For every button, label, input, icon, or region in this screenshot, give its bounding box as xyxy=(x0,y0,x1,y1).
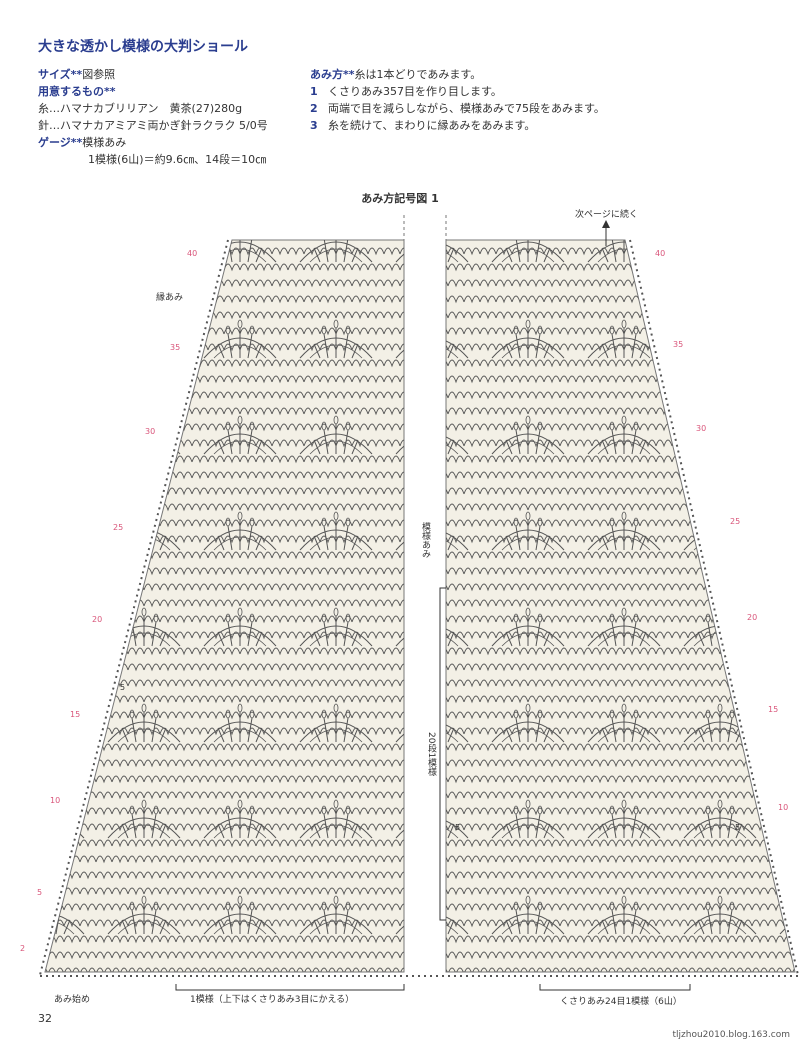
chain-note: くさりあみ24目1模様（6山） xyxy=(560,997,682,1007)
stitch-count-label: 5 xyxy=(735,823,740,832)
stitch-count-label: 5 xyxy=(120,683,125,692)
next-page-label: 次ページに続く xyxy=(575,210,638,220)
pattern-label: 模様あみ xyxy=(419,520,432,560)
needle-spec: 針…ハマナカアミアミ両かぎ針ラクラク 5/0号 xyxy=(38,119,268,132)
yarn-spec: 糸…ハマナカブリリアン 黄茶(27)280g xyxy=(38,102,243,115)
materials-key: 用意するもの** xyxy=(38,85,116,98)
left-panel-fans xyxy=(45,240,404,972)
method-column: あみ方**糸は1本どりであみます。 1 くさりあみ357目を作り目します。 2 両端… xyxy=(310,66,640,134)
step-item: 2 両端で目を減らしながら、模様あみで75段をあみます。 xyxy=(310,100,640,117)
size-key: サイズ** xyxy=(38,68,83,81)
gauge-row: ゲージ**模様あみ xyxy=(38,134,318,151)
row-number: 35 xyxy=(170,343,180,352)
row-number: 10 xyxy=(778,803,788,812)
method-value: 糸は1本どりであみます。 xyxy=(354,68,482,81)
size-value: 図参照 xyxy=(82,68,116,81)
row-number: 5 xyxy=(37,888,42,897)
gauge-pattern: 模様あみ xyxy=(82,136,127,149)
edge-label: 縁あみ xyxy=(156,293,184,303)
row-number: 40 xyxy=(187,249,197,258)
method-key: あみ方** xyxy=(310,68,355,81)
step-text: 糸を続けて、まわりに縁あみをあみます。 xyxy=(328,119,536,132)
figure-title: あみ方記号図 1 xyxy=(361,192,439,205)
repeat-bracket xyxy=(439,587,446,921)
step-text: 両端で目を減らしながら、模様あみで75段をあみます。 xyxy=(328,102,605,115)
page-number: 32 xyxy=(38,1012,52,1025)
row-number: 40 xyxy=(655,249,665,258)
row-number: 20 xyxy=(92,615,102,624)
gauge-key: ゲージ** xyxy=(38,136,83,149)
step-number: 2 xyxy=(310,102,318,115)
step-text: くさりあみ357目を作り目します。 xyxy=(328,85,502,98)
repeat-label: 20段1模様 xyxy=(425,730,438,779)
start-label: あみ始め xyxy=(54,995,91,1005)
row-number: 20 xyxy=(747,613,757,622)
row-number: 30 xyxy=(696,424,706,433)
row-number: 30 xyxy=(145,427,155,436)
row-number: 35 xyxy=(673,340,683,349)
step-item: 1 くさりあみ357目を作り目します。 xyxy=(310,83,640,100)
repeat-bracket-bottom-right xyxy=(539,984,691,991)
step-number: 1 xyxy=(310,85,318,98)
stitch-count-label: 5 xyxy=(455,823,460,832)
next-page-arrowhead xyxy=(602,220,610,228)
left-edge-border xyxy=(39,239,229,976)
row-number: 15 xyxy=(768,705,778,714)
right-panel-fans xyxy=(446,240,795,972)
method-row: あみ方**糸は1本どりであみます。 xyxy=(310,66,640,83)
size-row: サイズ**図参照 xyxy=(38,66,318,83)
page-title: 大きな透かし模様の大判ショール xyxy=(38,39,248,55)
watermark-footer: tljzhou2010.blog.163.com xyxy=(672,1030,791,1040)
repeat-note: 1模様（上下はくさりあみ3目にかえる） xyxy=(190,995,355,1005)
row-number: 25 xyxy=(730,517,740,526)
row-number: 10 xyxy=(50,796,60,805)
repeat-bracket-bottom-left xyxy=(175,984,405,991)
gauge-value: 1模様(6山)＝約9.6㎝、14段＝10㎝ xyxy=(88,153,267,166)
spec-column: サイズ**図参照 用意するもの** 糸…ハマナカブリリアン 黄茶(27)280g… xyxy=(38,66,318,168)
row-number: 2 xyxy=(20,944,25,953)
row-number: 15 xyxy=(70,710,80,719)
step-item: 3 糸を続けて、まわりに縁あみをあみます。 xyxy=(310,117,640,134)
row-number: 25 xyxy=(113,523,123,532)
step-number: 3 xyxy=(310,119,318,132)
